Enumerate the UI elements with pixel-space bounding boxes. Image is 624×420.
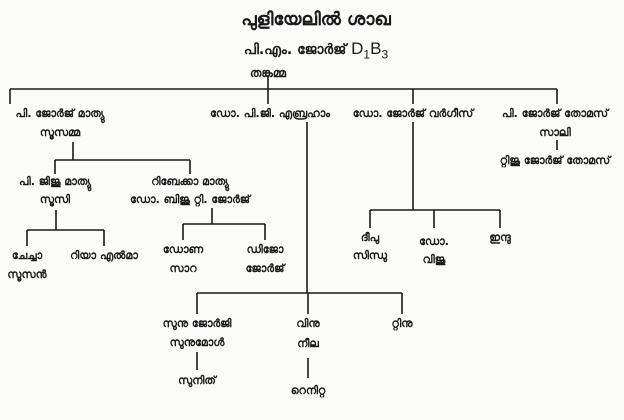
person-name: സുനിത് [178,374,216,387]
tree-title: പുളിയേലിൽ ശാഖ [241,9,391,30]
person-name: ഡോണ [162,243,204,256]
person-name: റ്റിനു [391,317,413,330]
person-name: സാറ [169,262,197,275]
person-name: സിന്ധു [352,249,388,262]
person-name: ദീപു [360,231,380,244]
person-name: പി. ജോർജ് തോമസ് [501,107,609,120]
person-spouse: സൂസി [39,193,71,206]
person-name: പി. ജോർജ് മാത്യു [15,107,105,120]
person-name: ഡോ. ജോർജ് വർഗീസ് [352,107,474,120]
person-name: ജോർജ് [245,262,285,275]
person-name: റെനിറ്റ [290,384,326,397]
person-name: ഇന്ദു [489,231,511,244]
patriarch-name: പി.എം. ജോർജ് [243,42,347,58]
person-name: ചേച്ചാ [11,249,43,262]
person-name: പി. ജിജു മാത്യു [18,175,92,188]
person-name: റിയാ എൽമാ [70,249,138,262]
person-spouse: സൂസമ്മ [39,126,81,139]
person-name: ഡോ. പി.ജി. എബ്രഹാം [210,107,330,120]
patriarch-code: D1B3 [351,39,389,62]
person-spouse: സുനുമോൾ [169,336,225,349]
person-name: വിനു [296,317,320,330]
person-name: സൂസൻ [7,268,47,281]
person-name: സുനു ജോർജി [162,317,232,330]
person-name: റിബേക്കാ മാത്യു [151,175,229,188]
person-name: റ്റിജു ജോർജ് തോമസ് [499,154,611,167]
person-name: ഡിജോ [246,243,284,256]
person-spouse: ഡോ. ബിജു റ്റി. ജോർജ് [129,193,251,206]
patriarch: പി.എം. ജോർജ് D1B3 [244,39,388,64]
person-spouse: നീല [297,337,319,350]
person-name: വിജു [422,253,446,266]
person-name: ഡോ. [419,235,449,248]
patriarch-spouse: തങ്കമ്മ [249,66,287,80]
person-spouse: സാലി [539,126,571,139]
